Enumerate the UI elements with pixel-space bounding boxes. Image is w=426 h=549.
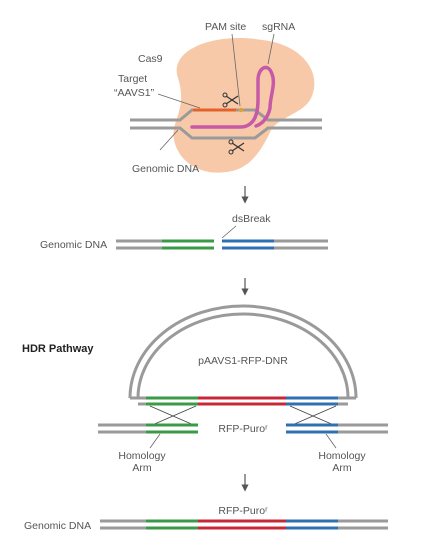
cas9-targeting-panel: PAM site sgRNA Cas9 Target “AAVS1” Genom… xyxy=(114,21,322,175)
homology-arm-left-label-line1: Homology xyxy=(118,450,166,462)
donor-plasmid-label: pAAVS1-RFP-DNR xyxy=(198,355,288,367)
target-label-line2: “AAVS1” xyxy=(114,87,155,99)
dsbreak-label: dsBreak xyxy=(232,213,271,225)
dsbreak-panel: dsBreak Genomic DNA xyxy=(40,213,328,251)
sgrna-strand xyxy=(190,65,276,129)
integrated-genome-panel: RFP-Puroʳ Genomic DNA xyxy=(24,505,388,532)
dna-bottom-strand xyxy=(130,126,322,140)
donor-plasmid-arc-outer xyxy=(128,304,358,399)
homology-arm-right-leader xyxy=(325,433,337,449)
cas9-label: Cas9 xyxy=(138,53,163,65)
homology-arm-right-label-line2: Arm xyxy=(332,462,352,474)
genomic-dna-label-top: Genomic DNA xyxy=(132,163,199,175)
donor-plasmid-arc-inner xyxy=(136,312,350,399)
genomic-dna-label-mid: Genomic DNA xyxy=(40,239,107,251)
homology-arm-left-leader xyxy=(149,433,161,449)
homology-arm-left-label-line2: Arm xyxy=(132,462,152,474)
cas9-protein-shape xyxy=(173,37,315,173)
crossover-right-b xyxy=(289,405,337,427)
genomic-dna-label-final: Genomic DNA xyxy=(24,520,91,532)
pam-site-label: PAM site xyxy=(205,21,246,33)
target-leader xyxy=(157,93,201,109)
dsbreak-leader xyxy=(221,225,237,239)
pam-site-marker xyxy=(238,107,244,113)
target-label-line1: Target xyxy=(118,73,147,85)
crossover-left-b xyxy=(149,405,197,427)
sgrna-leader xyxy=(267,33,275,65)
rfp-puro-label-final: RFP-Puroʳ xyxy=(218,505,268,517)
pam-site-leader xyxy=(231,33,241,107)
rfp-puro-label-hdr: RFP-Puroʳ xyxy=(218,423,268,435)
hdr-panel: HDR Pathway pAAVS1-RFP-DNR RFP-Puroʳ xyxy=(22,304,388,474)
genomic-dna-leader xyxy=(159,129,179,151)
hdr-pathway-label: HDR Pathway xyxy=(22,343,94,355)
sgrna-label: sgRNA xyxy=(262,21,295,33)
homology-arm-right-label-line1: Homology xyxy=(318,450,366,462)
scissors-icon-top xyxy=(222,92,239,108)
scissors-icon-bottom xyxy=(228,139,245,155)
